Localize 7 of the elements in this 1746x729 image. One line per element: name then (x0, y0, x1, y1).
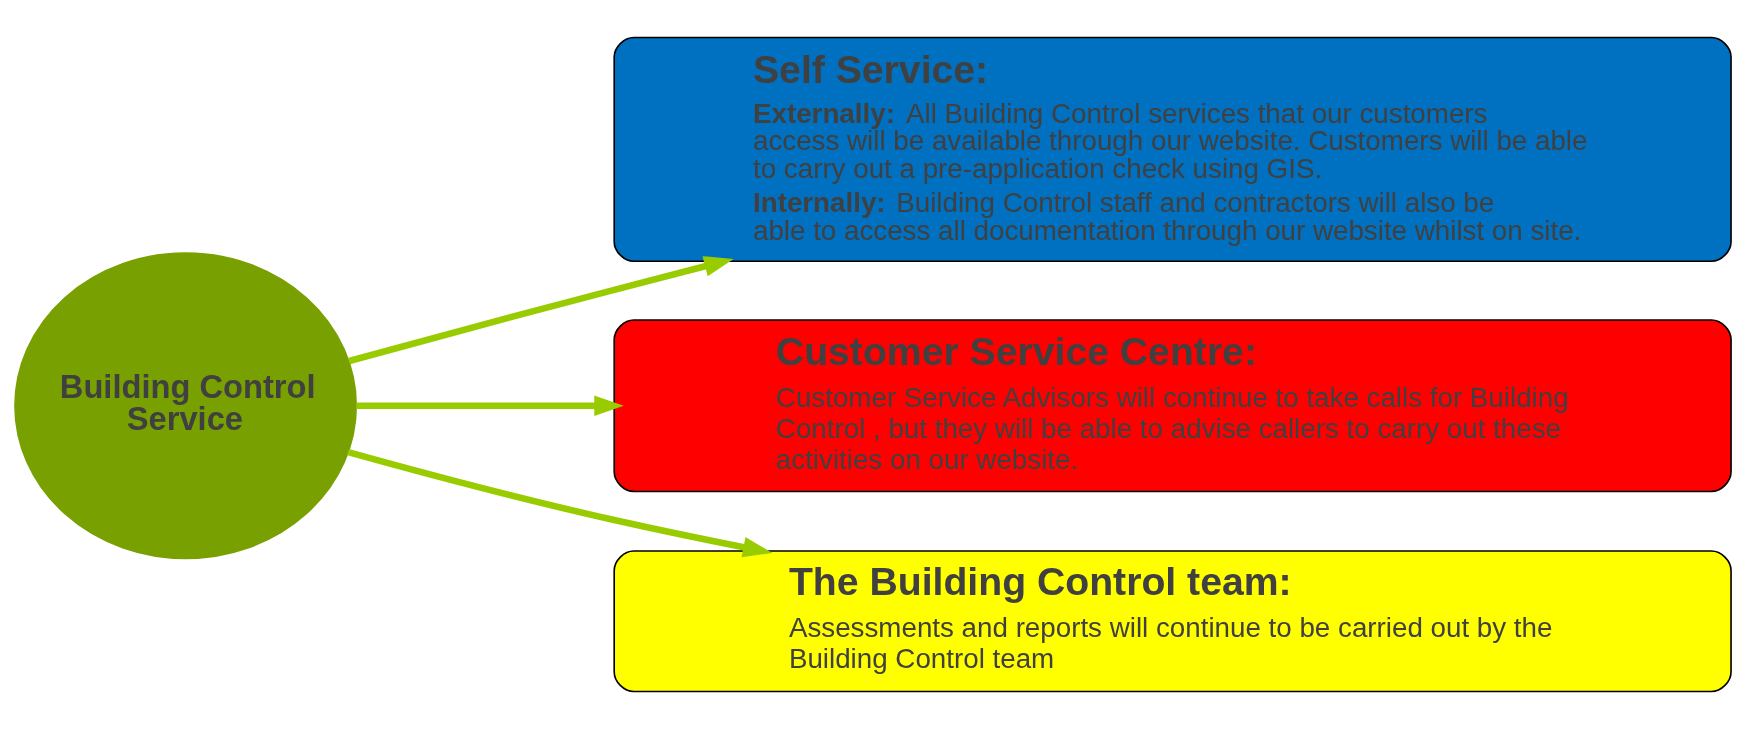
node-box: The Building Control team: Assessments and reports will continue to be carried out by the Building Control team (613, 550, 1732, 693)
node-box: Customer Service Centre: Customer Service Advisors will continue to take calls for Building Control , but they will be able to advise callers to carry out these activities on our website. (613, 319, 1732, 493)
node-ellipse: Building Control Service (14, 252, 358, 560)
arrow (348, 256, 734, 365)
node-box: Self Service: Externally: All Building Control services that our customers access will be available through our website. Customers will be able to carry out a pre-application check using GIS. Internally: Building Control staff and contractors will also be able to access all documentation through our website whilst on site. (613, 36, 1732, 263)
arrow (347, 449, 773, 558)
arrow (356, 395, 624, 417)
